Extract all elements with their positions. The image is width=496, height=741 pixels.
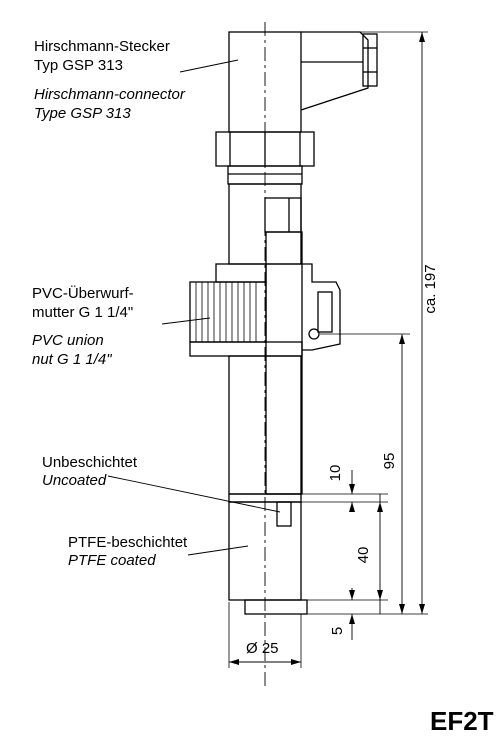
shaft-window (264, 197, 302, 233)
leader-connector (179, 59, 239, 73)
label-uncoated-de: Unbeschichtet (42, 454, 138, 471)
dim-length-95: 95 (381, 452, 398, 470)
label-union-de-2: mutter G 1 1/4" (32, 304, 134, 321)
leader-union (161, 317, 211, 325)
label-connector-en-2: Type GSP 313 (34, 105, 131, 122)
label-union-de-1: PVC-Überwurf- (32, 285, 134, 302)
dim-length-5: 5 (329, 626, 346, 636)
label-union-en-2: nut G 1 1/4" (32, 351, 112, 368)
label-ptfe-en: PTFE coated (68, 552, 156, 569)
o-ring (308, 328, 320, 340)
dim-diameter: Ø 25 (246, 640, 279, 657)
knurl-lines (195, 282, 257, 342)
label-connector-de-2: Typ GSP 313 (34, 57, 123, 74)
tip-cap (244, 599, 308, 615)
dim-length-10: 10 (327, 464, 344, 482)
union-nut-collar (189, 341, 303, 357)
union-clip (317, 291, 333, 333)
union-nut-top (215, 263, 267, 283)
leader-ptfe (187, 545, 249, 556)
label-ptfe-de: PTFE-beschichtet (68, 534, 188, 551)
dimension-arrows (229, 32, 425, 665)
connector-cable-gland (362, 33, 378, 87)
label-connector-en-1: Hirschmann-connector (34, 86, 185, 103)
dim-total-length: ca. 197 (422, 264, 439, 314)
label-uncoated-en: Uncoated (42, 472, 107, 489)
union-side-profile (266, 263, 341, 351)
uncoated-pin (276, 501, 292, 527)
label-connector-de-1: Hirschmann-Stecker (34, 38, 170, 55)
union-nut-knurl (189, 281, 267, 343)
model-code: EF2T (430, 706, 494, 736)
connector-side-body (300, 31, 369, 111)
leader-uncoated (107, 475, 281, 513)
dim-length-40: 40 (355, 546, 372, 564)
label-union-en-1: PVC union (32, 332, 104, 349)
inner-stem (265, 231, 303, 495)
